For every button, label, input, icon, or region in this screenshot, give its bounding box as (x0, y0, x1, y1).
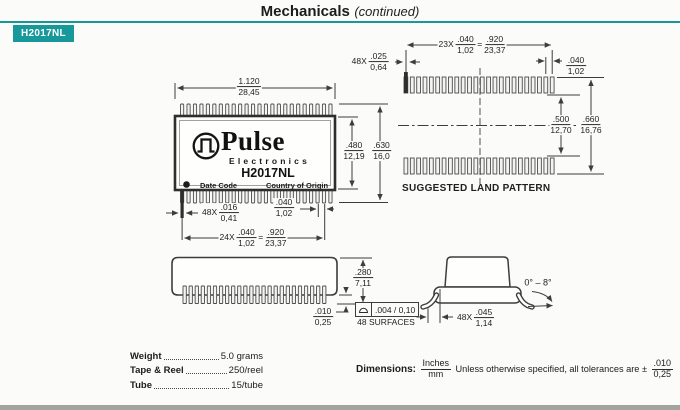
header-rule (0, 21, 680, 23)
page-bottom-edge (0, 405, 680, 410)
end-view-drawing (416, 256, 553, 323)
dotted-leader (185, 373, 227, 374)
spec-list: Weight 5.0 grams Tape & Reel 250/reel Tu… (130, 347, 263, 391)
end-body (444, 256, 511, 288)
angle-arc-arrow (531, 291, 553, 302)
spec-row-tape-reel: Tape & Reel 250/reel (130, 365, 263, 376)
spec-row-tube: Tube 15/tube (130, 379, 263, 391)
part-number-badge: H2017NL (13, 25, 74, 42)
flatness-icon (356, 303, 372, 316)
spec-row-weight: Weight 5.0 grams (130, 350, 263, 362)
highlighted-pad (404, 72, 408, 93)
brand-subtitle: Electronics (229, 156, 311, 166)
coplanarity-callout: .004 / 0,10 (355, 302, 420, 317)
package-body (173, 114, 337, 192)
front-view-drawing (166, 83, 388, 241)
package-part-number: H2017NL (241, 166, 295, 180)
tolerance-note: Unless otherwise specified, all toleranc… (455, 364, 647, 374)
page-title: Mechanicals (continued) (0, 3, 680, 21)
coplanarity-surfaces: 48 SURFACES (357, 317, 415, 327)
land-pattern-title: SUGGESTED LAND PATTERN (402, 183, 551, 194)
date-code-label: Date Code (200, 181, 238, 190)
dotted-leader (163, 358, 219, 360)
side-leads (182, 285, 327, 304)
page-title-suffix: (continued) (354, 4, 420, 19)
page-title-main: Mechanicals (260, 3, 350, 20)
pulse-logo-icon (192, 132, 220, 160)
pin1-dot (183, 181, 190, 188)
land-bottom-pads (403, 157, 555, 175)
dotted-leader (154, 387, 230, 389)
coplanarity-value: .004 / 0,10 (375, 304, 416, 315)
brand-name: Pulse (221, 126, 286, 156)
side-view-drawing (171, 256, 372, 313)
dim-end-angle: 0° – 8° (523, 277, 553, 288)
highlighted-lead (180, 190, 184, 218)
land-top-pads (403, 76, 555, 94)
dimensions-label: Dimensions: (356, 363, 417, 375)
side-body (171, 256, 338, 296)
front-bottom-pins (180, 189, 333, 204)
end-base (433, 286, 522, 304)
country-of-origin-label: Country of Origin (266, 181, 329, 190)
